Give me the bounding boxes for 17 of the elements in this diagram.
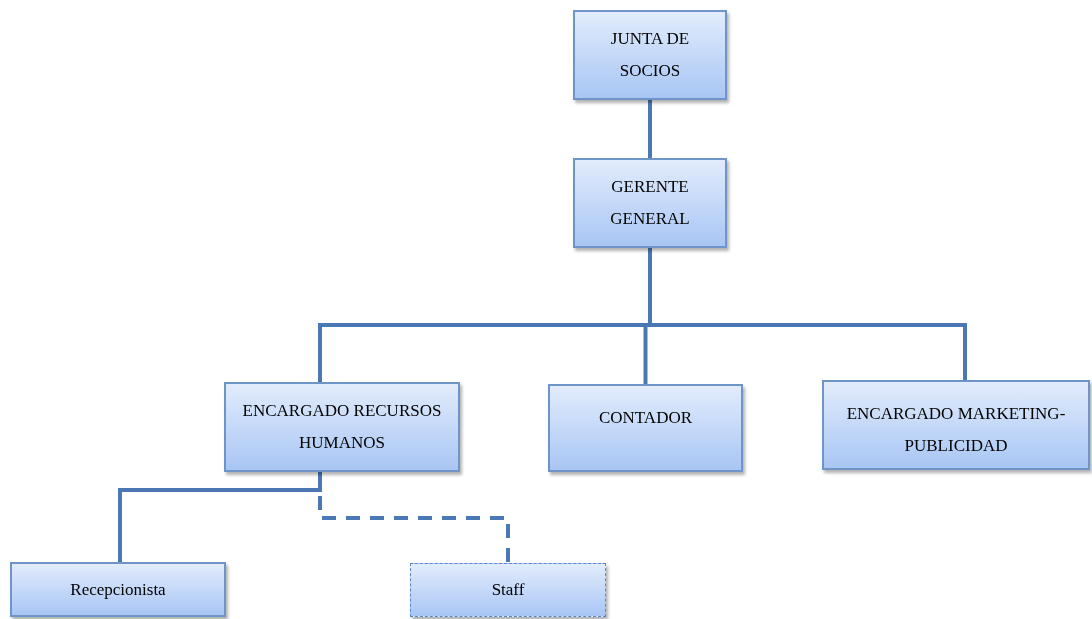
org-chart-box bbox=[822, 380, 1090, 470]
role-label: JUNTA DE SOCIOS bbox=[609, 28, 691, 82]
connector-line bbox=[648, 248, 967, 380]
role-label: Recepcionista bbox=[70, 578, 166, 601]
org-chart-box bbox=[410, 563, 606, 617]
org-chart-box bbox=[548, 384, 743, 472]
org-chart-box bbox=[573, 158, 727, 248]
connector-line bbox=[648, 100, 652, 158]
role-label: ENCARGADO MARKETING-PUBLICIDAD bbox=[845, 403, 1067, 457]
org-chart-box bbox=[10, 562, 226, 617]
connector-line bbox=[318, 472, 510, 563]
role-label: GERENTE GENERAL bbox=[609, 176, 691, 230]
org-chart-box bbox=[573, 10, 727, 100]
role-label: CONTADOR bbox=[598, 407, 693, 429]
role-label: Staff bbox=[491, 579, 525, 601]
role-label: ENCARGADO RECURSOS HUMANOS bbox=[241, 400, 443, 454]
org-chart-box bbox=[224, 382, 460, 472]
